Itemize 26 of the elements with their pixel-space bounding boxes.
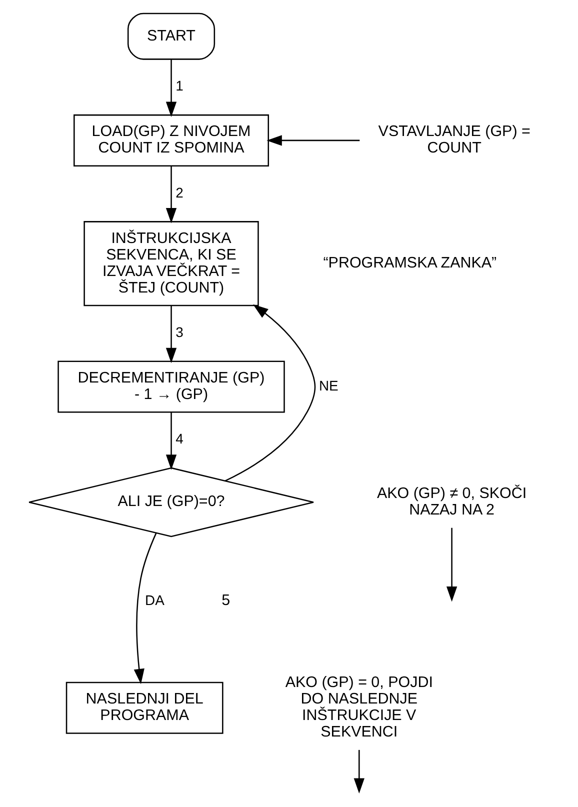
edge-label: 2	[176, 184, 184, 200]
node-text: AKO (GP) ≠ 0, SKOČI NAZAJ NA 2	[377, 484, 527, 518]
arrow	[166, 306, 177, 364]
node-text: AKO (GP) = 0, POJDI DO NASLEDNJE INŠTRUKCIJE V SEKVENCI	[285, 674, 433, 741]
node-box: LOAD(GP) Z NIVOJEM COUNT IZ SPOMINA	[74, 114, 269, 166]
arrow	[354, 750, 364, 794]
label: “PROGRAMSKA ZANKA”	[323, 254, 497, 272]
label: 5	[222, 592, 230, 610]
arrow	[266, 135, 360, 146]
edge-label: DA	[145, 592, 164, 608]
node-box: DECREMENTIRANJE (GP) - 1 → (GP)	[58, 360, 285, 413]
arrow	[446, 528, 458, 602]
edge-label: NE	[318, 377, 338, 394]
node-box: INŠTRUKCIJSKA SEKVENCA, KI SE IZVAJA VEČKRAT = ŠTEJ (COUNT)	[84, 221, 259, 306]
node-box: START	[127, 12, 216, 60]
arrow	[134, 532, 157, 684]
edge-label: 4	[176, 430, 184, 447]
arrow	[166, 166, 177, 224]
node-diamond: ALI JE (GP)=0?	[28, 467, 314, 538]
arrow	[224, 304, 316, 482]
edge-label: 1	[176, 78, 184, 94]
arrow	[166, 60, 177, 117]
node-box: NASLEDNJI DEL PROGRAMA	[66, 682, 224, 734]
arrow	[166, 412, 177, 470]
node-text: VSTAVLJANJE (GP) = COUNT	[378, 123, 530, 157]
edge-label: 3	[176, 324, 184, 340]
